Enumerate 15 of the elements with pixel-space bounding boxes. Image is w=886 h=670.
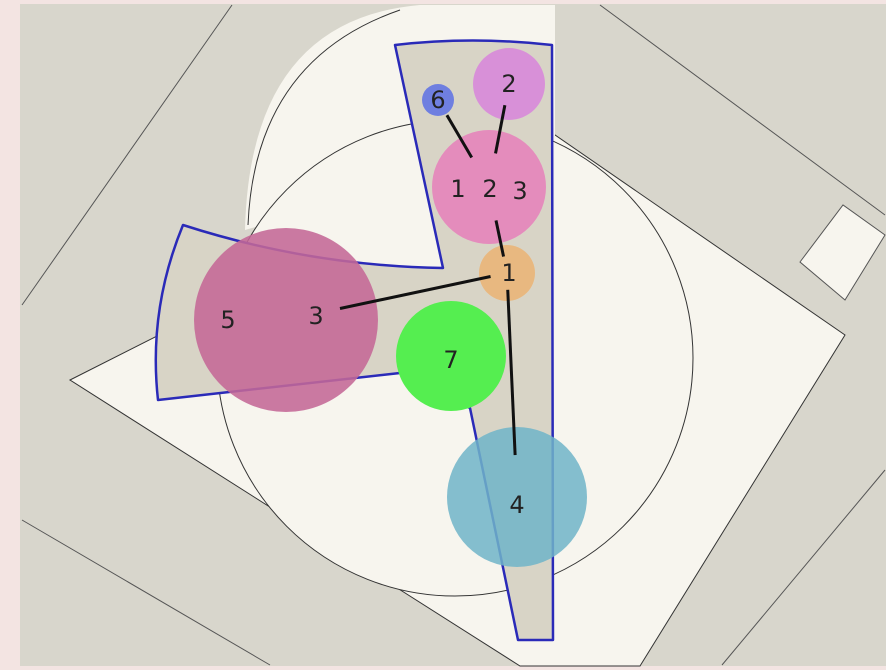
connector-line (340, 275, 491, 310)
number-label: 7 (443, 347, 459, 373)
number-label: 1 (501, 260, 517, 286)
connector-line (506, 290, 517, 456)
number-label: 3 (308, 303, 324, 329)
number-label: 1 (450, 176, 466, 202)
number-label: 4 (509, 492, 525, 518)
connector-line (494, 104, 506, 154)
number-label: 2 (501, 71, 517, 97)
number-label: 6 (430, 87, 446, 113)
number-label: 2 (482, 176, 498, 202)
number-label: 3 (512, 178, 528, 204)
connector-line (494, 220, 506, 257)
connector-line (446, 114, 473, 158)
number-label: 5 (220, 307, 236, 333)
